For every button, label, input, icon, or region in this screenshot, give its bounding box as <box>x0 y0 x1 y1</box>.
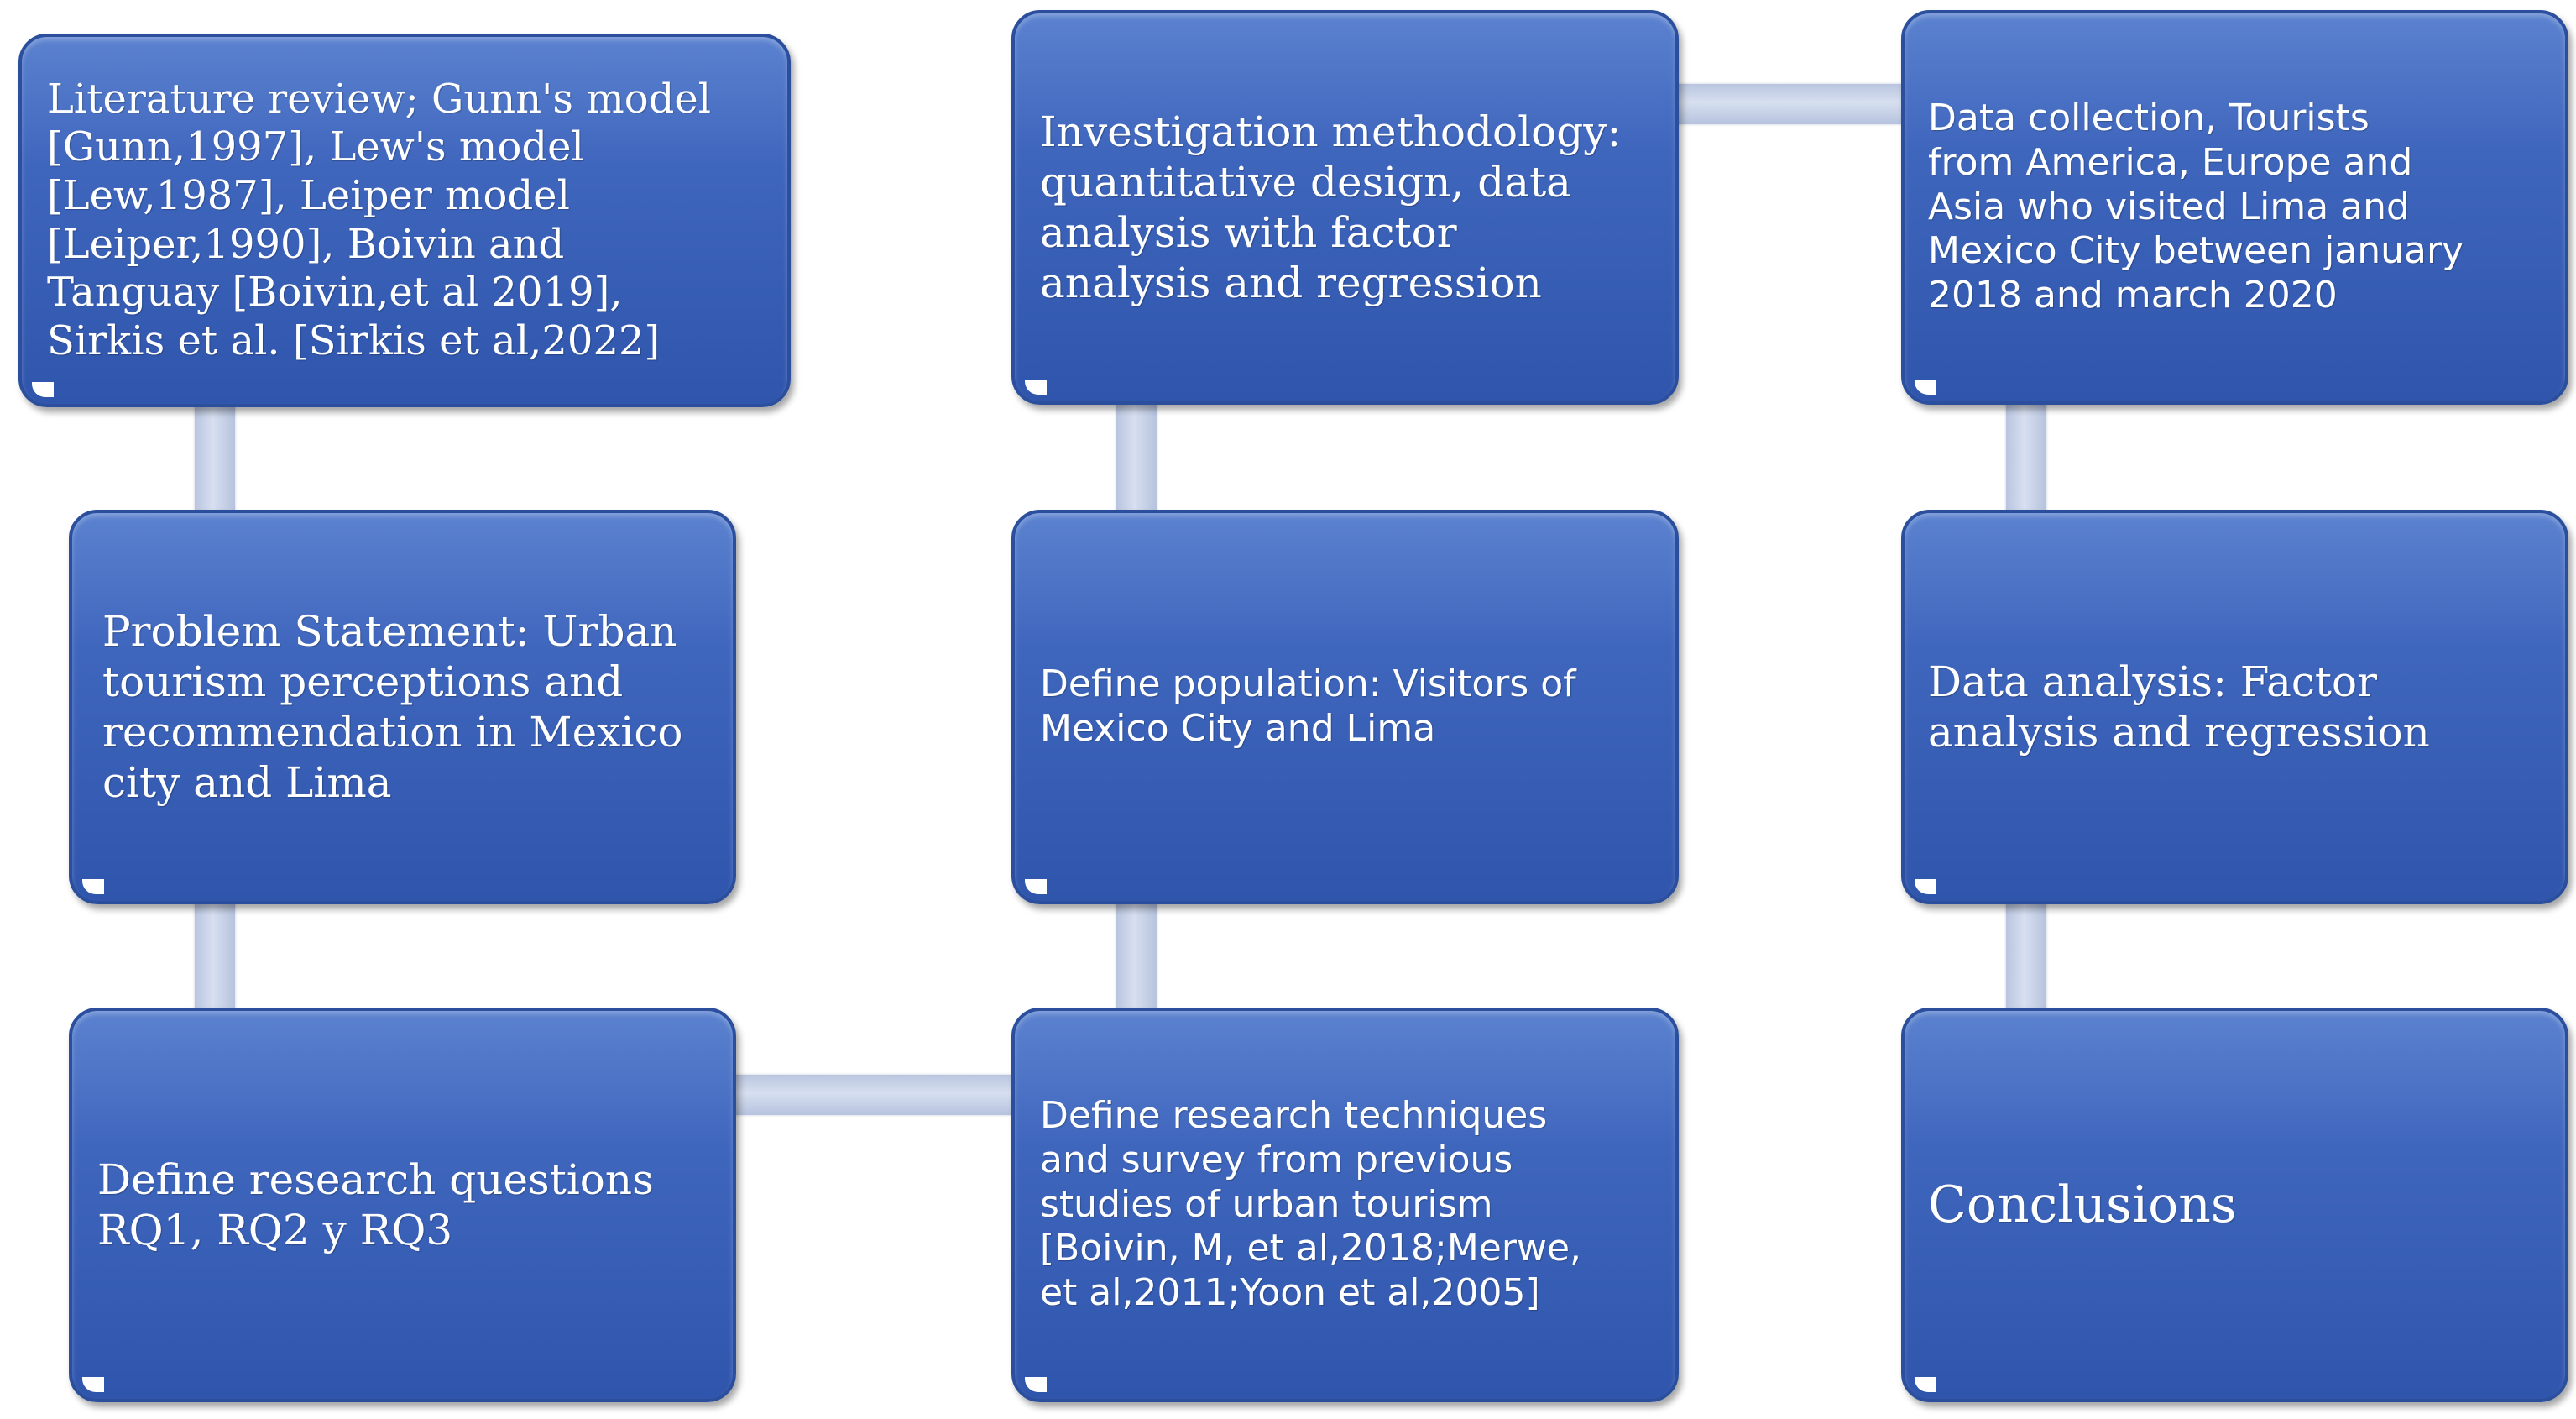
connector-collection-to-analysis <box>2006 403 2046 525</box>
research-techniques-text: Define research techniques and survey fr… <box>1040 1094 1582 1315</box>
data-analysis-text: Data analysis: Factor analysis and regre… <box>1928 657 2430 757</box>
connector-population-to-methodology <box>1116 403 1157 525</box>
problem-statement-box: Problem Statement: Urban tourism percept… <box>69 510 736 904</box>
define-population-text: Define population: Visitors of Mexico Ci… <box>1040 662 1576 750</box>
literature-review-text: Literature review; Gunn's model [Gunn,19… <box>47 75 712 364</box>
connector-lit-to-problem <box>195 403 235 525</box>
literature-review-box: Literature review; Gunn's model [Gunn,19… <box>18 34 791 407</box>
connector-techniques-to-population <box>1116 903 1157 1024</box>
conclusions-text: Conclusions <box>1928 1176 2237 1234</box>
data-analysis-box: Data analysis: Factor analysis and regre… <box>1901 510 2568 904</box>
research-questions-text: Define research questions RQ1, RQ2 y RQ3 <box>97 1155 654 1254</box>
problem-statement-text: Problem Statement: Urban tourism percept… <box>102 607 683 807</box>
research-questions-box: Define research questions RQ1, RQ2 y RQ3 <box>69 1008 736 1402</box>
define-population-box: Define population: Visitors of Mexico Ci… <box>1011 510 1679 904</box>
data-collection-text: Data collection, Tourists from America, … <box>1928 97 2464 317</box>
connector-analysis-to-conclusions <box>2006 903 2046 1024</box>
connector-methodology-to-collection <box>1670 84 1914 124</box>
connector-problem-to-questions <box>195 903 235 1024</box>
research-techniques-box: Define research techniques and survey fr… <box>1011 1008 1679 1402</box>
investigation-methodology-box: Investigation methodology: quantitative … <box>1011 10 1679 405</box>
connector-questions-to-techniques <box>722 1075 1024 1115</box>
data-collection-box: Data collection, Tourists from America, … <box>1901 10 2568 405</box>
conclusions-box: Conclusions <box>1901 1008 2568 1402</box>
investigation-methodology-text: Investigation methodology: quantitative … <box>1040 107 1622 307</box>
